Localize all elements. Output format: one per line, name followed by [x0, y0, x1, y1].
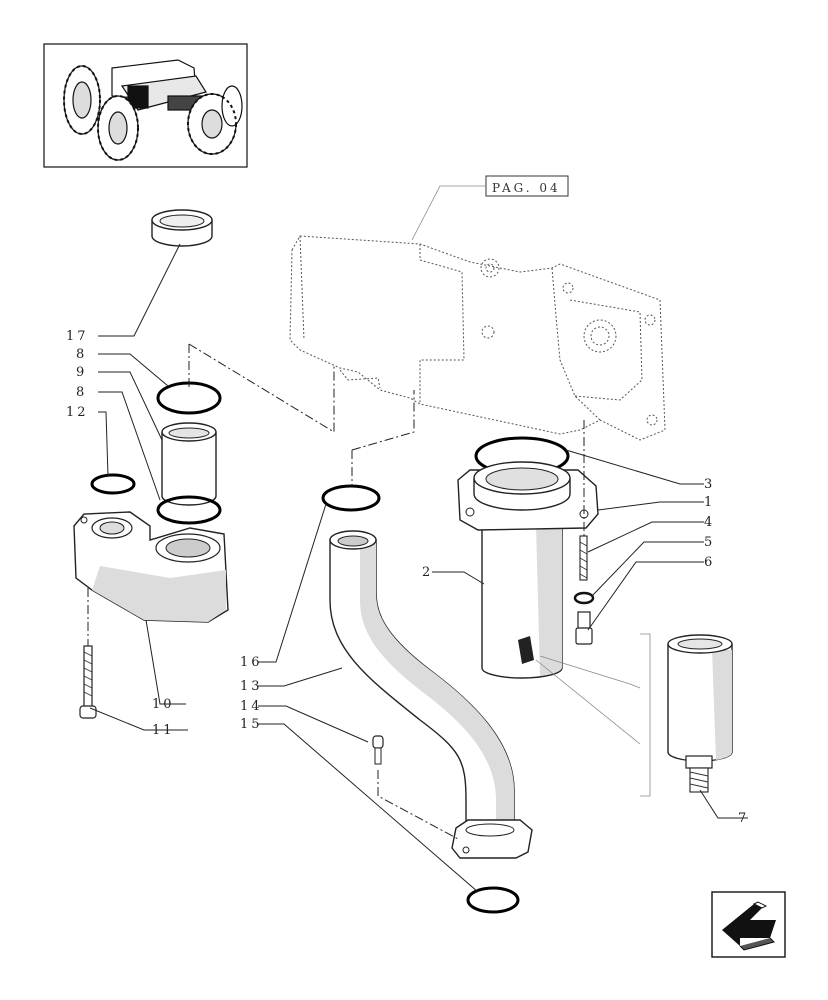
label-7: 7	[738, 811, 749, 826]
next-page-arrow-icon[interactable]	[711, 891, 786, 958]
part-bolt-6	[575, 611, 593, 645]
part-washer-5	[573, 591, 595, 605]
label-3: 3	[704, 477, 715, 492]
label-14: 14	[240, 699, 263, 714]
part-labels: 17 8 9 8 12 10 11 16 13 14 15 3 1 4 5 6 …	[66, 329, 749, 826]
leader-lines	[89, 243, 748, 893]
label-2: 2	[422, 565, 433, 580]
o-ring-15	[466, 886, 520, 914]
label-13: 13	[240, 679, 263, 694]
part-bushing-17	[151, 209, 213, 247]
label-8-bottom: 8	[76, 385, 87, 400]
label-17: 17	[66, 329, 89, 344]
o-ring-16	[321, 484, 381, 512]
part-filter-7	[667, 634, 733, 793]
label-9: 9	[76, 365, 87, 380]
o-ring-12	[90, 473, 136, 495]
part-sleeve-9	[161, 422, 217, 506]
page-reference: PAG. 04	[411, 175, 569, 241]
part-bolt-14	[372, 735, 384, 765]
label-1: 1	[704, 495, 715, 510]
o-ring-8-bottom	[156, 495, 222, 525]
part-flange-1	[457, 461, 599, 531]
label-4: 4	[704, 515, 715, 530]
part-tube-13	[329, 530, 533, 859]
part-filter-housing-2	[481, 524, 563, 679]
label-5: 5	[704, 535, 715, 550]
label-6: 6	[704, 555, 715, 570]
part-bolt-11	[79, 645, 97, 719]
part-elbow-10	[73, 511, 229, 623]
label-10: 10	[152, 697, 175, 712]
label-8-top: 8	[76, 347, 87, 362]
ghost-housing	[289, 235, 666, 441]
tractor-thumbnail-icon	[43, 43, 248, 168]
label-12: 12	[66, 405, 89, 420]
page-reference-text: PAG. 04	[492, 181, 561, 195]
o-ring-8-top	[156, 381, 222, 415]
label-11: 11	[152, 723, 175, 738]
part-stud-4	[579, 535, 588, 581]
label-15: 15	[240, 717, 263, 732]
label-16: 16	[240, 655, 263, 670]
assembly-center-lines	[87, 343, 651, 841]
